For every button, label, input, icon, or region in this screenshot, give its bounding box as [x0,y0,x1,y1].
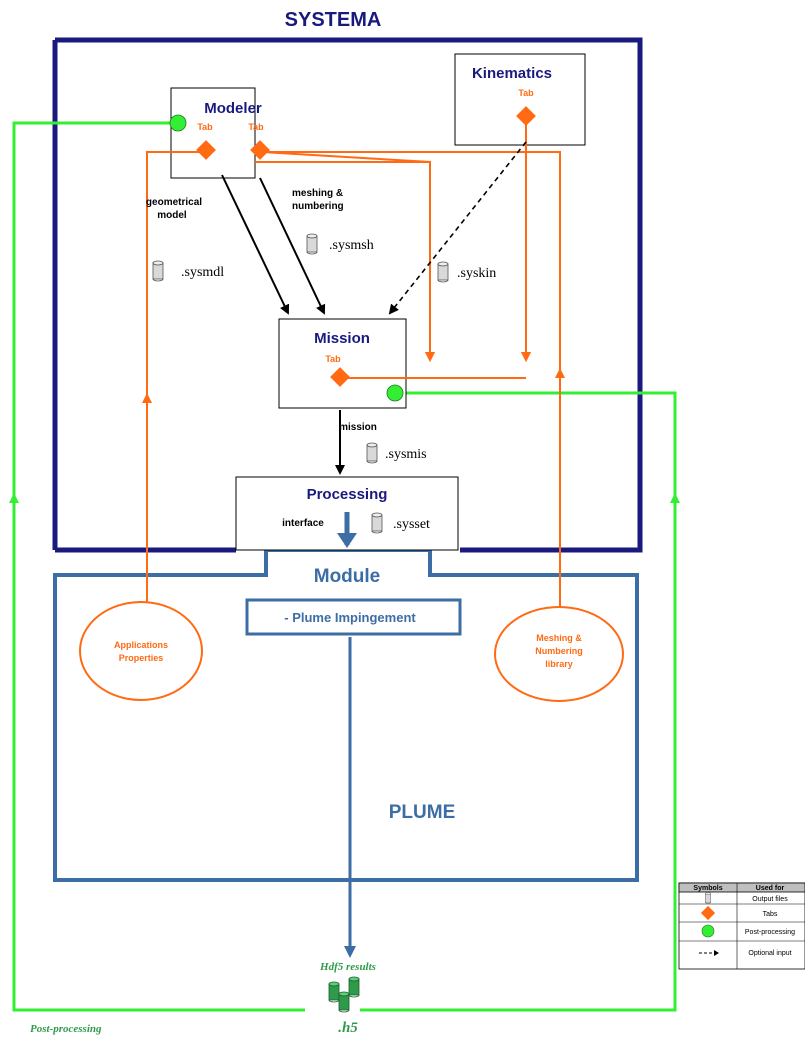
sysmis-cylinder-icon [366,442,378,464]
sysset-cylinder-icon [371,512,383,534]
legend-dashed-arrow-head-icon [714,950,719,956]
modeler-tab-label-2: Tab [248,122,264,132]
sysmdl-label: .sysmdl [181,265,224,280]
legend-diamond-icon [700,905,716,921]
applications-label-1: Applications [114,640,168,650]
geometrical-label-1: geometrical [146,197,202,208]
postprocessing-line-right [360,391,677,1012]
module-frame [53,548,639,882]
mission-tab-diamond-icon[interactable] [330,367,350,387]
kinematics-title: Kinematics [472,65,552,82]
legend-row-output-files: Output files [752,896,788,903]
meshing-library-label-1: Meshing & [536,633,582,643]
hdf5-cylinders-icon [328,976,360,1013]
legend-row-optional-input: Optional input [748,950,791,957]
sysmsh-cylinder-icon [306,233,318,255]
postprocessing-caption: Post-processing [30,1023,102,1035]
modeler-tab-label-1: Tab [197,122,213,132]
kinematics-tab-label: Tab [518,88,534,98]
plume-impingement-box[interactable] [245,598,462,636]
sysmsh-label: .sysmsh [329,238,374,253]
geometrical-label-2: model [157,210,187,221]
applications-ellipse [79,601,203,701]
sysmis-label: .sysmis [385,447,427,462]
syskin-label: .syskin [457,266,496,281]
mission-box [278,318,407,409]
modeler-box [170,87,256,179]
mission-tab-label: Tab [325,354,341,364]
arrow-meshing-numbering [259,177,326,315]
legend-row-postprocessing: Post-processing [745,929,795,936]
arrow-geometrical-model [221,174,290,315]
module-title: Module [314,566,381,587]
modeler-title: Modeler [204,100,262,117]
plume-title: PLUME [389,802,456,823]
arrow-kinematics-optional [388,141,527,315]
meshing-library-label-3: library [545,659,573,669]
legend-cylinder-icon [705,892,711,904]
modeler-tab1-diamond-icon[interactable] [196,140,216,160]
meshing-library-label-2: Numbering [535,646,583,656]
modeler-tab2-diamond-icon[interactable] [250,140,270,160]
h5-label: .h5 [338,1020,358,1036]
legend-header-used-for: Used for [756,885,785,892]
mission-flow-label: mission [339,422,377,433]
sysset-label: .sysset [393,517,430,532]
modeler-postprocessing-circle-icon[interactable] [169,114,187,132]
interface-label: interface [282,518,324,529]
syskin-cylinder-icon [437,261,449,283]
meshing-library-ellipse [494,606,624,702]
diagram-title: SYSTEMA [285,9,382,31]
hdf5-results-label: Hdf5 results [319,961,376,973]
processing-title: Processing [307,486,388,503]
mission-title: Mission [314,330,370,347]
legend-table [678,882,805,970]
legend-circle-icon [701,924,715,938]
interface-arrow-head [337,533,357,548]
legend-row-tabs: Tabs [763,911,778,918]
plume-impingement-label: - Plume Impingement [284,610,416,625]
sysmdl-cylinder-icon [152,260,164,282]
meshing-label-1: meshing & [292,188,343,199]
applications-label-2: Properties [119,653,164,663]
meshing-label-2: numbering [292,201,344,212]
kinematics-box [454,53,586,146]
legend-header-symbols: Symbols [693,885,722,892]
postprocessing-line-left [12,121,305,1012]
mission-postprocessing-circle-icon[interactable] [386,384,404,402]
